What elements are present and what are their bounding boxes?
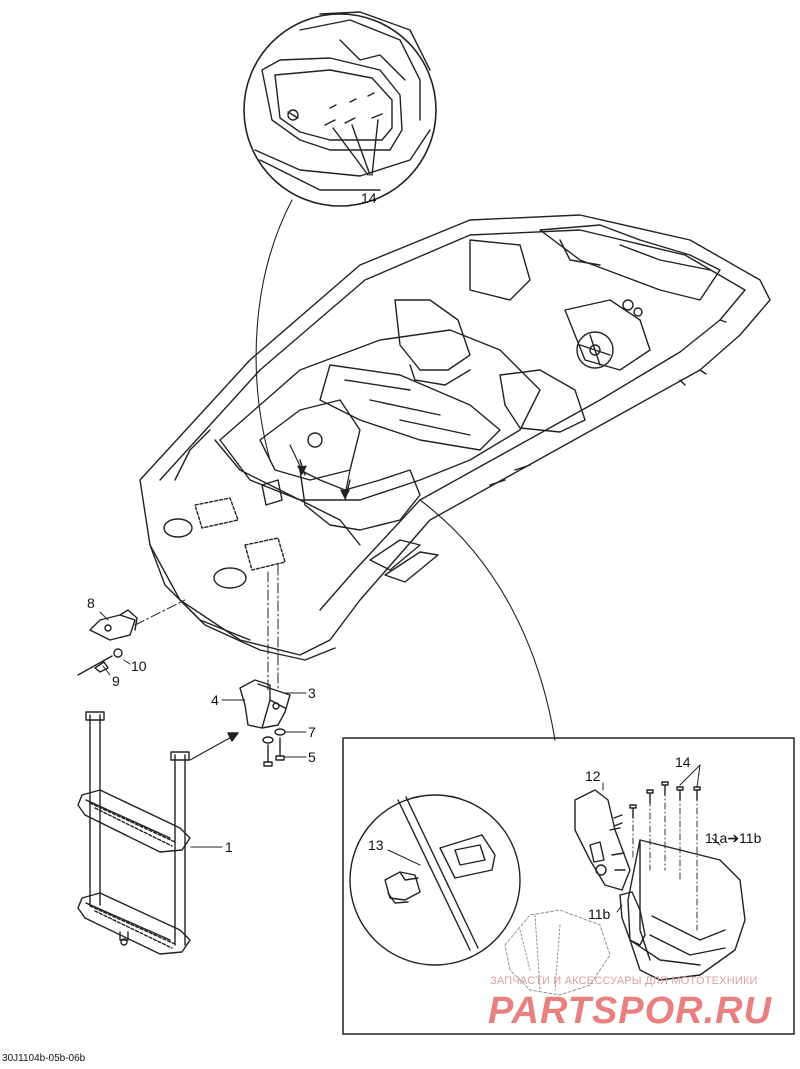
connector-inset — [419, 499, 556, 741]
callout-11b: 11b — [588, 906, 611, 922]
connector-top — [255, 199, 293, 461]
seat-left — [394, 299, 471, 371]
part-12-plate — [574, 789, 631, 891]
callout-12: 12 — [585, 768, 601, 784]
callout-10: 10 — [131, 658, 147, 674]
boat-hull — [139, 214, 771, 661]
part-10-washer — [113, 648, 123, 658]
leader-lines — [99, 611, 307, 848]
callout-labels: 14 8 10 9 4 3 7 5 1 12 14 13 11a➔11b 11b — [87, 190, 762, 922]
part-1-ladder — [77, 711, 191, 955]
callout-7: 7 — [308, 724, 316, 740]
part-11b-lid — [619, 891, 646, 946]
seat-right — [499, 369, 586, 433]
callout-14-top: 14 — [361, 190, 377, 206]
callout-4: 4 — [211, 692, 219, 708]
detail-circle-top — [243, 11, 437, 207]
diagram-code: 30J1104b-05b-06b — [2, 1053, 86, 1064]
callout-14-inset: 14 — [675, 754, 691, 770]
callout-8: 8 — [87, 595, 95, 611]
watermark-logo: PARTSPOR.RU — [488, 990, 773, 1032]
part-8-bracket — [89, 609, 138, 641]
callout-13: 13 — [368, 837, 384, 853]
callout-1: 1 — [225, 839, 233, 855]
callout-11a: 11a➔11b — [705, 830, 762, 846]
callout-9: 9 — [112, 673, 120, 689]
part-11-glovebox — [627, 839, 746, 981]
callout-5: 5 — [308, 749, 316, 765]
part-9-screw — [77, 655, 113, 676]
watermark-tagline: ЗАПЧАСТИ И АКСЕССУАРЫ ДЛЯ МОТОТЕХНИКИ — [490, 975, 758, 987]
steering-wheel — [576, 331, 614, 369]
part-7-washer — [262, 728, 286, 744]
part-5-screws — [263, 737, 285, 767]
detail-inset — [342, 737, 795, 1035]
callout-3: 3 — [308, 685, 316, 701]
part-4-bracket — [239, 679, 291, 729]
